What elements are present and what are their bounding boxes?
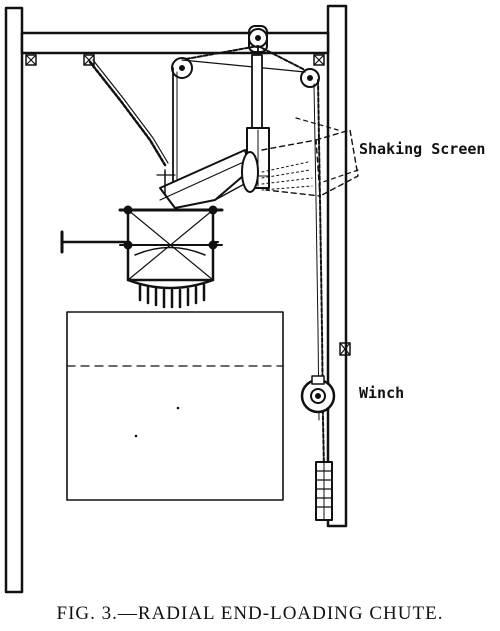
shaking-screen-label: Shaking Screen	[359, 140, 486, 158]
material-spray	[261, 161, 313, 191]
winch-drum	[300, 375, 336, 414]
car-bin	[66, 311, 284, 501]
top-pulley	[248, 25, 268, 53]
bucket	[118, 205, 224, 290]
left-post	[4, 6, 24, 594]
bucket-teeth	[138, 283, 206, 309]
figure-caption: FIG. 3.—RADIAL END-LOADING CHUTE.	[56, 603, 444, 624]
shaking-screen	[261, 117, 359, 197]
right-post	[326, 4, 348, 528]
ropes	[88, 45, 325, 471]
right-pulley	[300, 68, 320, 88]
counterweight	[315, 461, 333, 521]
chute-arm	[156, 149, 259, 209]
winch-label: Winch	[359, 384, 405, 402]
